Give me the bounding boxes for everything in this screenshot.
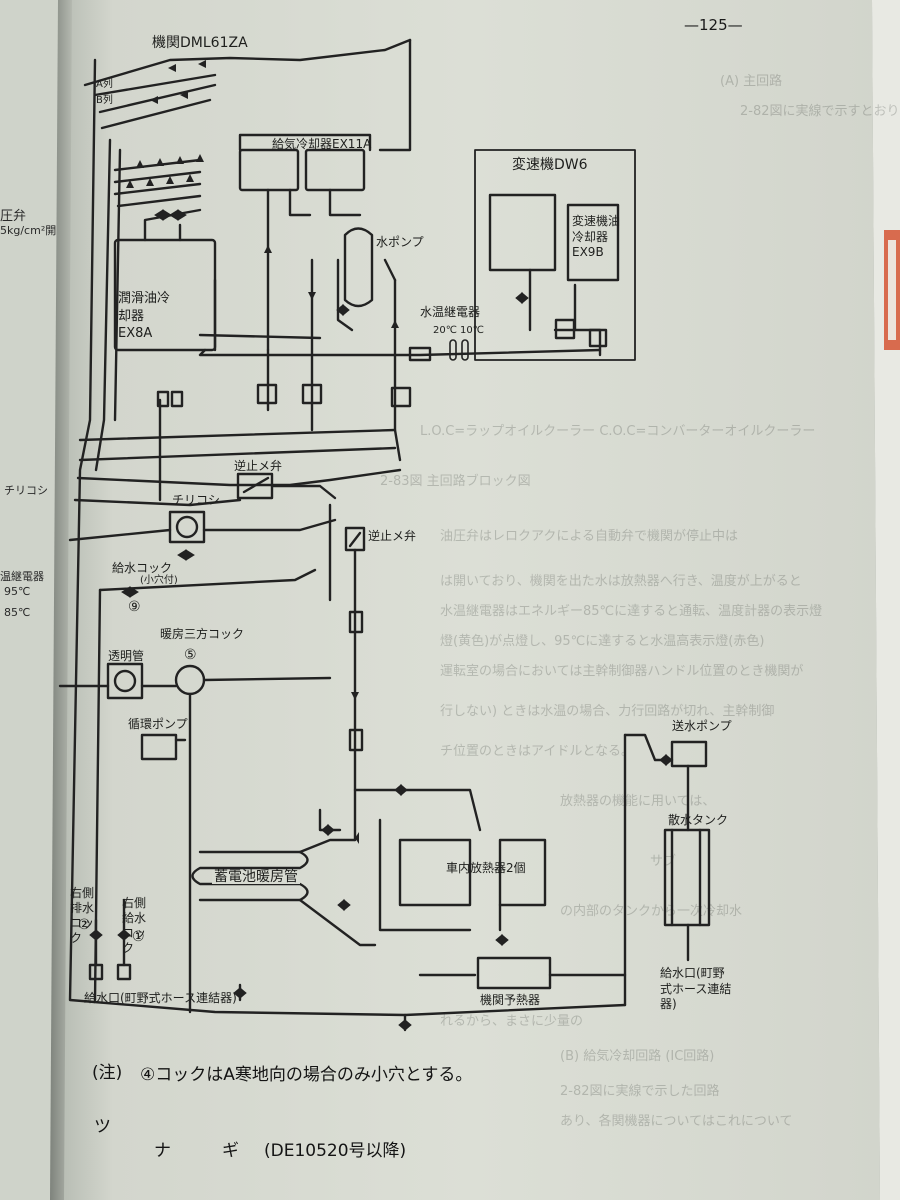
label-lube-oil-cooler: 潤滑油冷却器EX8A	[118, 291, 171, 342]
label-num-9: ⑨	[128, 599, 141, 615]
label-spray-tank: 散水タンク	[668, 813, 729, 827]
left-edge-pressure-valve: 圧弁	[0, 209, 27, 224]
label-num-5: ⑤	[184, 647, 197, 663]
label-right-supply-cock: 右側給水コック	[122, 896, 147, 955]
label-cabin-radiators: 車内放熱器2個	[446, 861, 526, 875]
transmission-box	[474, 149, 636, 361]
label-num-1: ①	[132, 929, 145, 945]
left-edge-strainer: チリコシ	[4, 484, 48, 497]
three-way-cock	[174, 664, 206, 696]
circulating-pump	[140, 733, 178, 761]
label-water-pump: 水ポンプ	[376, 235, 424, 249]
label-supply-cock: 給水コック	[112, 561, 173, 575]
engine-header-top	[83, 38, 412, 87]
engine-preheater	[476, 956, 552, 990]
label-feed-pump: 送水ポンプ	[672, 719, 732, 733]
air-cooler-left	[238, 148, 300, 192]
feed-pump	[670, 740, 708, 768]
distribution-line-1	[78, 428, 397, 442]
label-temp-20: 20℃	[433, 325, 457, 336]
left-edge-85: 85℃	[4, 606, 31, 619]
label-check-valve-2: 逆止メ弁	[368, 529, 417, 543]
sight-glass	[106, 662, 144, 700]
left-edge-pressure-value: 5kg/cm²開	[0, 224, 57, 237]
strainer-box	[168, 510, 206, 544]
main-trunk-left	[68, 58, 627, 1017]
air-cooler-right	[304, 148, 366, 192]
left-edge-95: 95℃	[4, 585, 31, 598]
label-battery-heating-pipe: 蓄電池暖房管	[212, 869, 300, 885]
label-engine-preheater: 機関予熱器	[480, 993, 541, 1007]
caption-char-2: ギ	[222, 1141, 239, 1161]
note-text: ④コックはA寒地向の場合のみ小穴とする。	[140, 1065, 473, 1085]
label-trans-oil-cooler: 変速機油冷却器EX9B	[572, 214, 621, 260]
label-supply-port-bottom: 給水口(町野式ホース連結器)	[84, 991, 237, 1005]
label-water-thermo: 水温継電器	[420, 305, 481, 319]
battery-heating-coil	[191, 850, 309, 902]
return-line-main	[198, 348, 602, 357]
label-strainer: チリコシ	[172, 493, 221, 507]
label-heating-3way-cock: 暖房三方コック	[160, 627, 245, 641]
label-sight-glass: 透明管	[108, 649, 145, 663]
label-check-valve-1: 逆止メ弁	[234, 459, 283, 473]
ghost-text: (A) 主回路	[720, 74, 783, 89]
label-num-2: ②	[78, 917, 91, 933]
label-supply-cock-note: (小穴付)	[140, 575, 178, 586]
label-temp-10: 10℃	[460, 325, 484, 336]
note-prefix: (注)	[92, 1063, 123, 1083]
left-edge-thermo-relay: 温継電器	[0, 570, 44, 583]
label-engine: 機関DML61ZA	[152, 35, 248, 51]
caption-char-1: ナ	[154, 1141, 171, 1161]
trunk-left-3	[113, 148, 122, 422]
label-air-cooler: 給気冷却器EX11A	[272, 137, 372, 151]
radiator-right	[498, 838, 547, 907]
label-supply-port-right: 給水口(町野式ホース連結器)	[660, 966, 732, 1012]
water-pump-body	[343, 227, 374, 308]
label-circulating-pump: 循環ポンプ	[128, 717, 188, 731]
transmission-inner	[488, 193, 557, 272]
label-port-a: A列	[96, 79, 113, 90]
label-right-drain-cock: 右側排水コック	[70, 886, 95, 945]
label-port-b: B列	[96, 95, 113, 106]
label-transmission: 変速機DW6	[512, 157, 588, 173]
caption-model: (DE10520号以降)	[264, 1141, 407, 1161]
page-number: —125—	[684, 16, 743, 34]
radiator-left	[398, 838, 472, 907]
trunk-left-2	[94, 138, 112, 472]
caption-left-char: ツ	[94, 1117, 111, 1137]
trans-oil-cooler	[566, 203, 620, 282]
supply-cock-line	[98, 568, 317, 592]
